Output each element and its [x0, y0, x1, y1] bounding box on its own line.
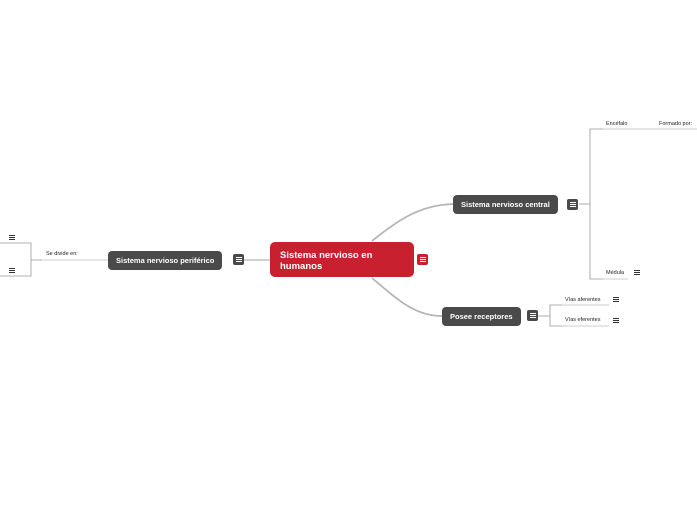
connector-central-snc [371, 203, 454, 242]
subtopic-se-divide-en[interactable]: Se divide en: [46, 251, 78, 257]
topic-snp-label: Sistema nervioso periférico [116, 256, 215, 265]
snc-menu-icon[interactable] [567, 199, 578, 210]
snp-menu-icon[interactable] [233, 254, 244, 265]
bracket-receptores [549, 304, 562, 327]
subtopic-vias-eferentes[interactable]: Vías eferentes [565, 317, 601, 323]
topic-sistema-nervioso-periferico[interactable]: Sistema nervioso periférico [108, 251, 223, 270]
topic-receptores-label: Posee receptores [450, 312, 513, 321]
connector-central-receptores [371, 277, 443, 317]
topic-snc-label: Sistema nervioso central [461, 200, 550, 209]
central-menu-icon[interactable] [417, 254, 428, 265]
central-topic-title: Sistema nervioso en humanos [280, 250, 373, 272]
bracket-snp [0, 242, 32, 277]
snp-sub2-menu-icon[interactable] [7, 265, 18, 276]
subtopic-formado-por[interactable]: Formado por: [659, 121, 693, 127]
vias-eferentes-menu-icon[interactable] [611, 315, 622, 326]
subtopic-medula[interactable]: Médula [606, 270, 625, 276]
receptores-menu-icon[interactable] [527, 310, 538, 321]
bracket-snc [589, 128, 603, 280]
topic-posee-receptores[interactable]: Posee receptores [442, 307, 521, 326]
vias-aferentes-menu-icon[interactable] [611, 294, 622, 305]
snp-sub1-menu-icon[interactable] [7, 232, 18, 243]
medula-menu-icon[interactable] [632, 267, 643, 278]
central-topic[interactable]: Sistema nervioso en humanos [270, 242, 414, 277]
subtopic-encefalo[interactable]: Encéfalo [606, 121, 628, 127]
topic-sistema-nervioso-central[interactable]: Sistema nervioso central [453, 195, 558, 214]
subtopic-vias-aferentes[interactable]: Vías aferentes [565, 297, 601, 303]
